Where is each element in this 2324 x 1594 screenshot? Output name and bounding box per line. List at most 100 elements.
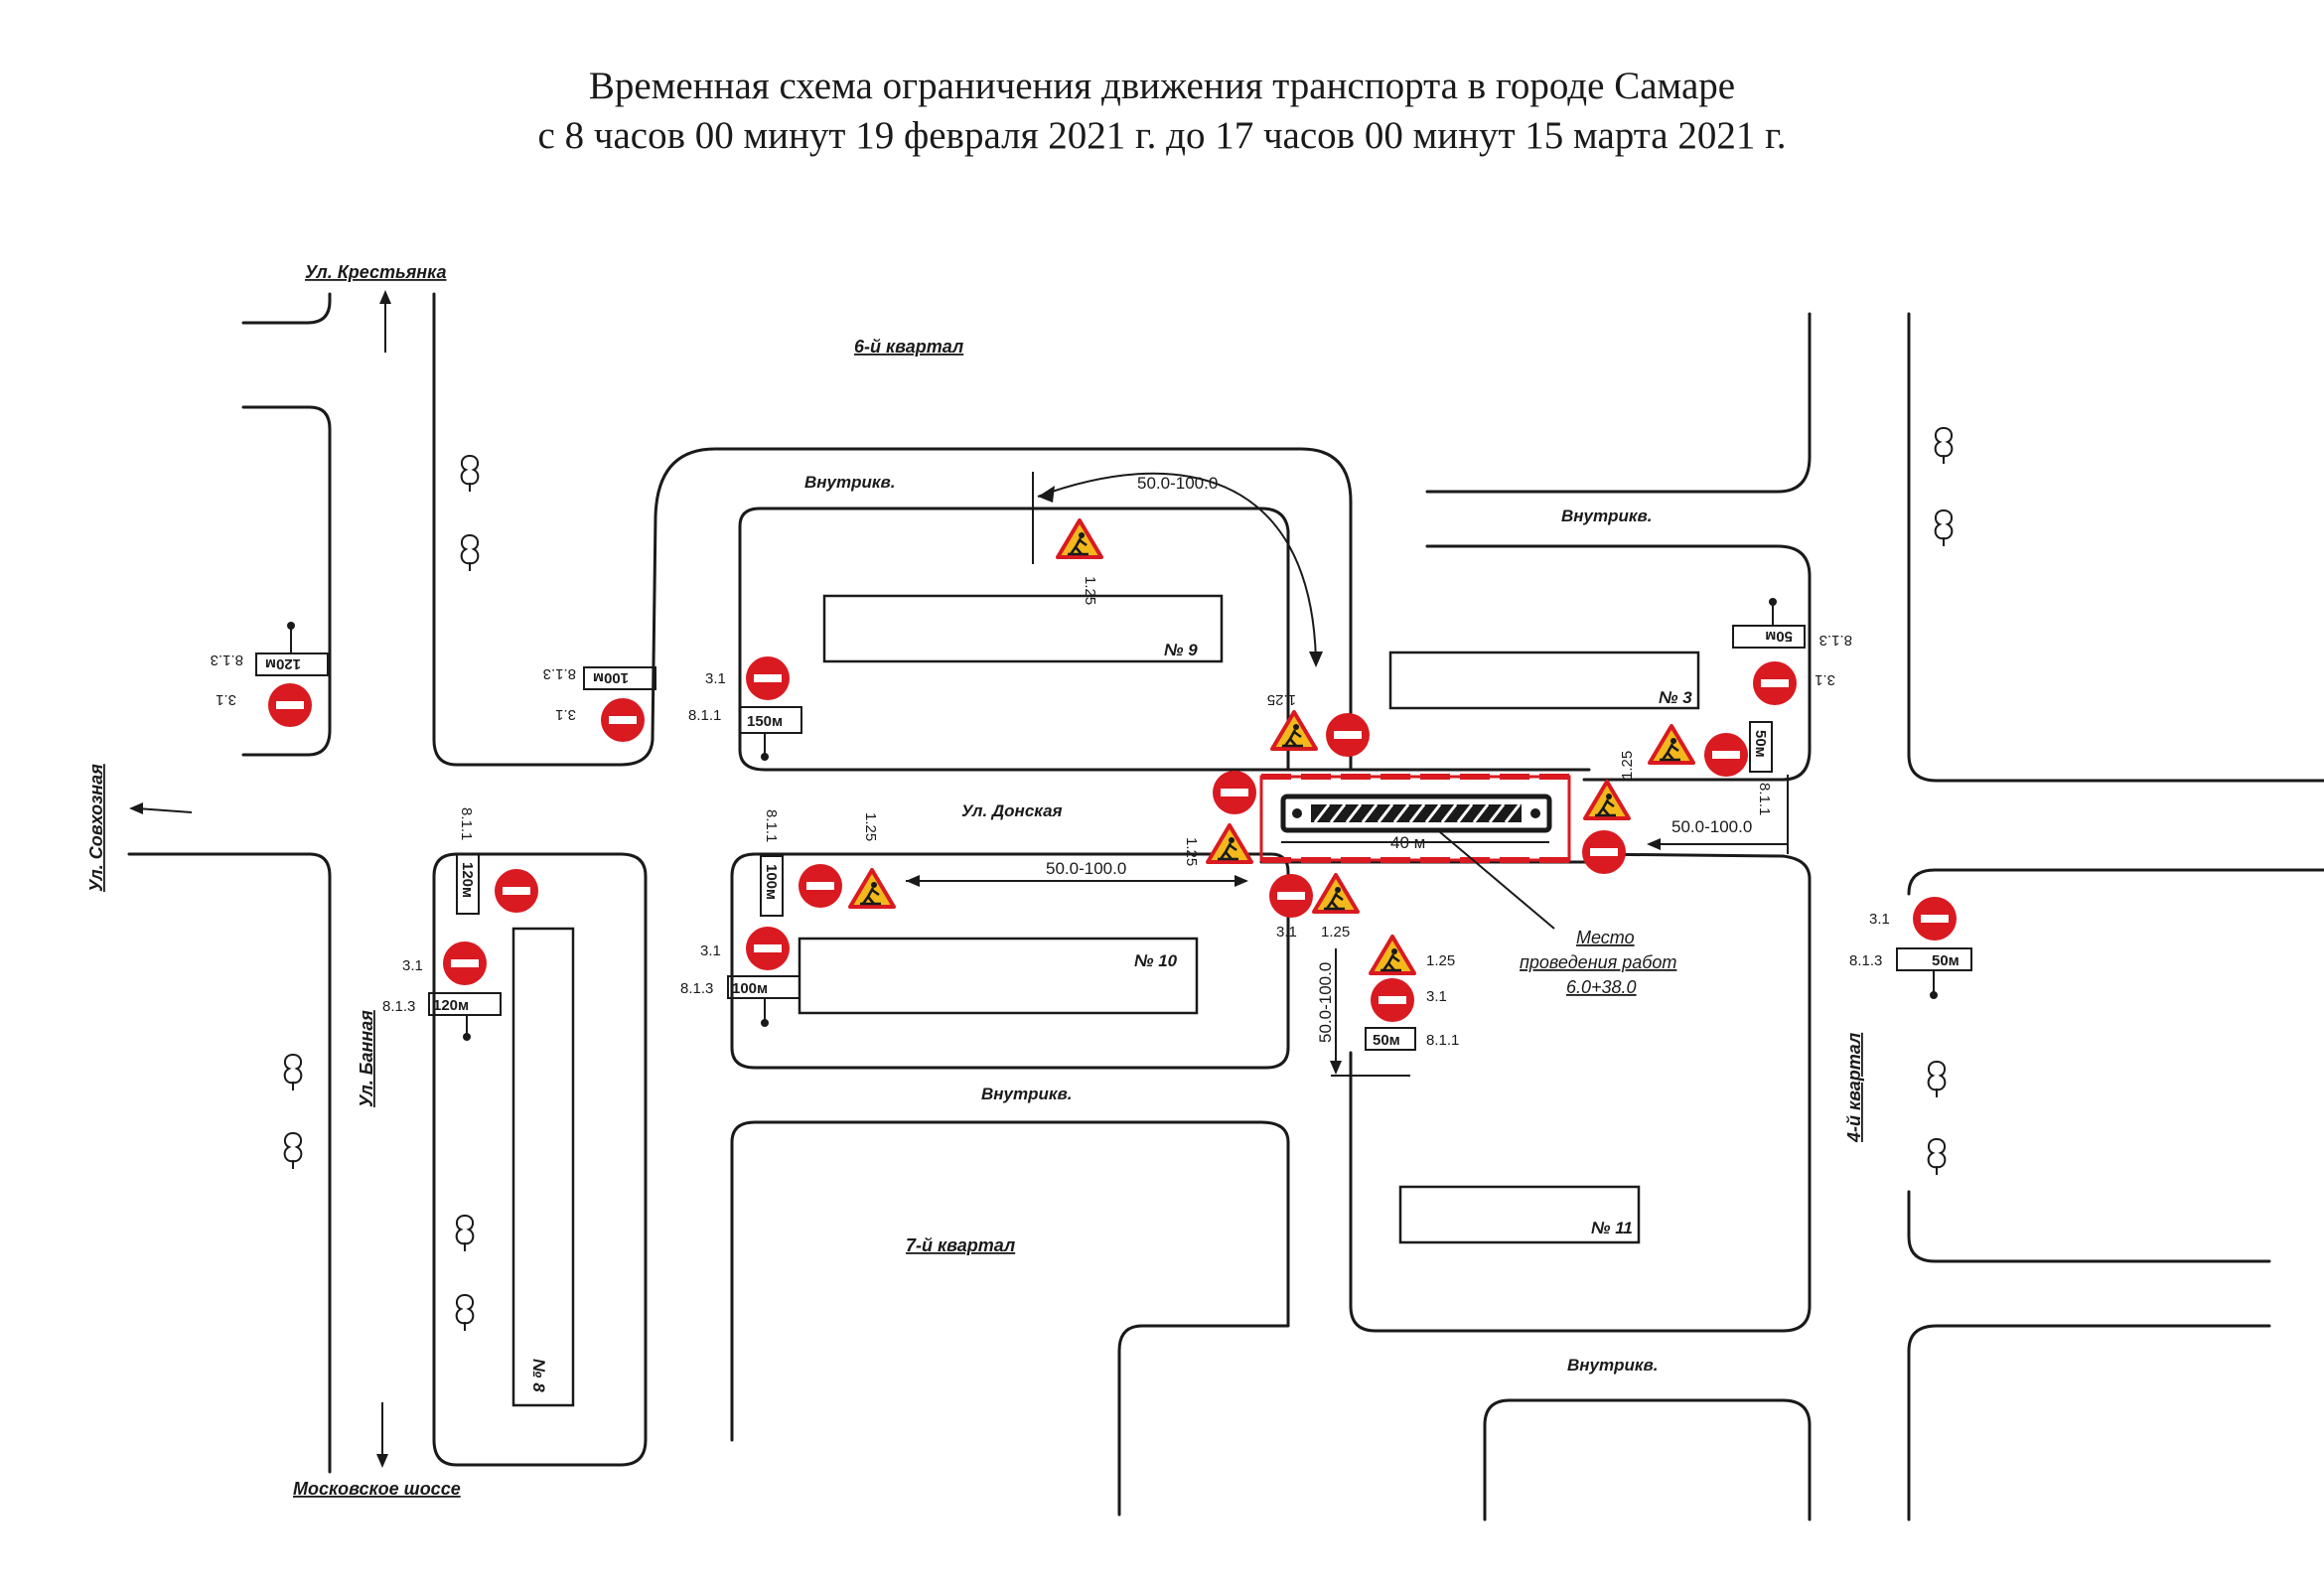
work-site-label-3: 6.0+38.0 bbox=[1566, 977, 1637, 997]
building-10-label: № 10 bbox=[1134, 951, 1178, 970]
code-8-1-1-a: 8.1.1 bbox=[688, 707, 721, 724]
building-3 bbox=[1388, 651, 1700, 710]
area-kvartal-6: 6-й квартал bbox=[854, 337, 963, 357]
road-works-sign-icon bbox=[1648, 724, 1695, 765]
plate-100m-c: 100м bbox=[732, 980, 768, 997]
code-8-1-1-c: 8.1.1 bbox=[458, 807, 475, 840]
plate-50m-b: 50м bbox=[1752, 730, 1769, 758]
area-kvartal-7: 7-й квартал bbox=[906, 1235, 1015, 1255]
code-1-25-c: 1.25 bbox=[1619, 751, 1636, 780]
code-8-1-3-a: 8.1.3 bbox=[211, 652, 243, 668]
code-3-1-f: 3.1 bbox=[700, 942, 721, 959]
no-entry-sign-icon bbox=[746, 656, 790, 700]
building-11-label: № 11 bbox=[1591, 1219, 1633, 1237]
street-sovkhoznaya: Ул. Совхозная bbox=[86, 764, 106, 892]
road-works-sign-icon bbox=[1206, 823, 1253, 864]
plate-150m: 150м bbox=[747, 713, 783, 730]
no-entry-sign-icon bbox=[1753, 661, 1797, 705]
street-moskovskoe: Московское шоссе bbox=[293, 1479, 461, 1499]
no-entry-sign-icon bbox=[443, 942, 487, 985]
tree-icon bbox=[455, 1294, 475, 1332]
building-9 bbox=[822, 594, 1224, 663]
tree-icon bbox=[283, 1132, 303, 1170]
code-1-25-g: 1.25 bbox=[1426, 952, 1455, 969]
no-entry-sign-icon bbox=[268, 683, 312, 727]
scheme-title: Временная схема ограничения движения тра… bbox=[0, 62, 2324, 161]
no-entry-sign-icon bbox=[746, 927, 790, 970]
plate-120m-b: 120м bbox=[459, 862, 476, 898]
building-8-label: № 8 bbox=[529, 1359, 548, 1392]
road-works-sign-icon bbox=[1270, 710, 1318, 751]
plate-50m-d: 50м bbox=[1932, 952, 1960, 969]
no-entry-sign-icon bbox=[1213, 771, 1256, 814]
work-site: 40 м Место проведения работ 6.0+38.0 bbox=[1259, 774, 1676, 997]
building-11 bbox=[1398, 1185, 1641, 1244]
street-krestyanka: Ул. Крестьянка bbox=[305, 262, 447, 282]
road-works-sign-icon bbox=[1312, 873, 1360, 914]
code-3-1-c: 3.1 bbox=[705, 670, 726, 687]
road-works-signs: 1.25 1.25 1.25 1.25 1.25 1.25 1.25 bbox=[848, 518, 1695, 975]
plate-120m-a: 120м bbox=[265, 655, 301, 672]
no-entry-signs: 3.1 3.1 3.1 3.1 3.1 3.1 3.1 3.1 3.1 bbox=[216, 656, 1957, 1022]
code-3-1-d: 3.1 bbox=[1815, 671, 1835, 688]
road-works-sign-icon bbox=[1583, 780, 1631, 820]
work-site-label-2: проведения работ bbox=[1520, 952, 1676, 972]
range-label-1: 50.0-100.0 bbox=[1137, 474, 1218, 493]
plate-100m-b: 100м bbox=[763, 864, 780, 900]
code-3-1-e: 3.1 bbox=[402, 957, 423, 974]
code-3-1-a: 3.1 bbox=[216, 691, 236, 708]
inner-road-label-4: Внутрикв. bbox=[1567, 1356, 1659, 1375]
building-9-label: № 9 bbox=[1164, 641, 1198, 659]
road-works-sign-icon bbox=[1056, 518, 1103, 559]
work-site-length: 40 м bbox=[1390, 833, 1425, 852]
no-entry-sign-icon bbox=[799, 864, 842, 908]
tree-icon bbox=[460, 455, 480, 493]
code-8-1-1-b: 8.1.1 bbox=[1756, 783, 1773, 815]
code-8-1-3-c: 8.1.3 bbox=[1819, 632, 1852, 649]
plate-100m-a: 100м bbox=[593, 669, 629, 686]
tree-icon bbox=[1934, 427, 1954, 465]
tree-icon bbox=[1927, 1138, 1947, 1176]
no-entry-sign-icon bbox=[1582, 830, 1626, 874]
scheme-title-line1: Временная схема ограничения движения тра… bbox=[588, 65, 1736, 107]
code-8-1-3-b: 8.1.3 bbox=[543, 665, 576, 682]
code-1-25-f: 1.25 bbox=[1321, 924, 1350, 941]
tree-icon bbox=[1934, 509, 1954, 547]
tree-icon bbox=[455, 1215, 475, 1252]
range-label-4: 50.0-100.0 bbox=[1316, 962, 1335, 1043]
buildings: № 9 № 3 № 10 № 11 № 8 bbox=[511, 594, 1700, 1407]
work-site-label-1: Место bbox=[1576, 928, 1635, 947]
code-8-1-3-f: 8.1.3 bbox=[1849, 952, 1882, 969]
building-8 bbox=[511, 927, 575, 1407]
code-1-25-d: 1.25 bbox=[1183, 837, 1200, 866]
code-1-25-a: 1.25 bbox=[1082, 576, 1098, 605]
code-8-1-1-d: 8.1.1 bbox=[763, 809, 780, 842]
code-3-1-b: 3.1 bbox=[555, 706, 576, 723]
no-entry-sign-icon bbox=[1269, 874, 1313, 918]
code-3-1-h: 3.1 bbox=[1426, 988, 1447, 1005]
street-labels: Ул. Крестьянка Ул. Совхозная Ул. Донская… bbox=[86, 262, 1864, 1499]
no-entry-sign-icon bbox=[1371, 978, 1414, 1022]
road-works-sign-icon bbox=[848, 868, 896, 909]
building-10 bbox=[798, 937, 1199, 1015]
plate-50m-c: 50м bbox=[1373, 1032, 1400, 1049]
code-8-1-3-e: 8.1.3 bbox=[680, 980, 713, 997]
plate-120m-c: 120м bbox=[433, 997, 469, 1014]
no-entry-sign-icon bbox=[1913, 897, 1957, 941]
road-network bbox=[127, 290, 2324, 1522]
inner-road-label-3: Внутрикв. bbox=[981, 1085, 1073, 1103]
scheme-title-line2: с 8 часов 00 минут 19 февраля 2021 г. до… bbox=[537, 114, 1787, 157]
building-3-label: № 3 bbox=[1659, 688, 1692, 707]
inner-road-label-1: Внутрикв. bbox=[804, 473, 896, 492]
code-8-1-1-e: 8.1.1 bbox=[1426, 1032, 1459, 1049]
code-1-25-b: 1.25 bbox=[1267, 691, 1296, 708]
tree-icon bbox=[1927, 1061, 1947, 1098]
tree-icon bbox=[283, 1054, 303, 1091]
plate-50m-a: 50м bbox=[1765, 628, 1793, 645]
road-works-sign-icon bbox=[1369, 935, 1416, 975]
street-donskaya: Ул. Донская bbox=[961, 801, 1063, 820]
street-bannaya: Ул. Банная bbox=[357, 1010, 376, 1107]
tree-icon bbox=[460, 534, 480, 572]
no-entry-sign-icon bbox=[601, 698, 645, 742]
code-3-1-i: 3.1 bbox=[1869, 911, 1890, 928]
